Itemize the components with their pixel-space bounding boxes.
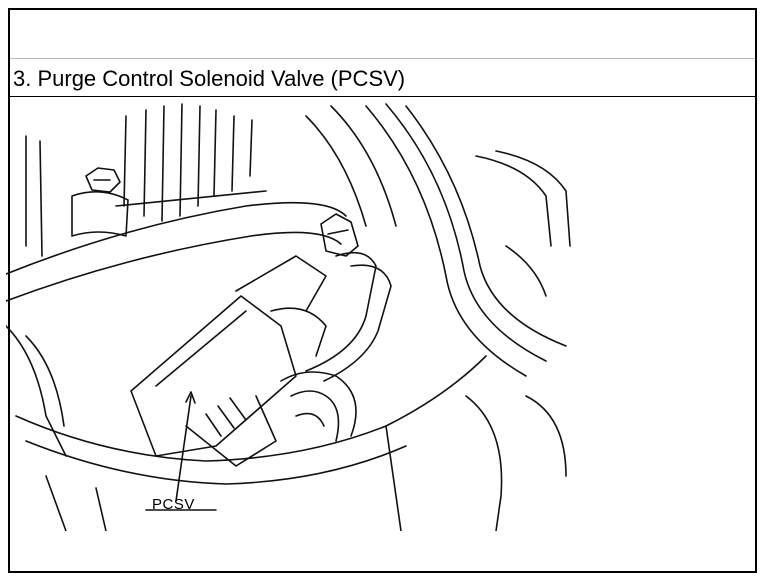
intake-manifold-ribs [25, 103, 267, 257]
pcsv-valve-body [130, 255, 327, 467]
pcsv-callout-label: PCSV [152, 496, 195, 513]
connector-bracket [320, 213, 359, 257]
page-title: 3. Purge Control Solenoid Valve (PCSV) [13, 66, 406, 91]
pcsv-line-drawing [6, 103, 571, 531]
upper-hose [6, 105, 397, 302]
title-row: 3. Purge Control Solenoid Valve (PCSV) [10, 58, 755, 97]
bolt [71, 167, 129, 237]
pcsv-leader-line [145, 391, 217, 511]
header-strip [10, 10, 755, 59]
wiring-harness [365, 103, 571, 377]
lower-engine-cover [6, 325, 567, 531]
document-frame: 3. Purge Control Solenoid Valve (PCSV) [8, 8, 757, 573]
valve-hoses [280, 251, 392, 442]
